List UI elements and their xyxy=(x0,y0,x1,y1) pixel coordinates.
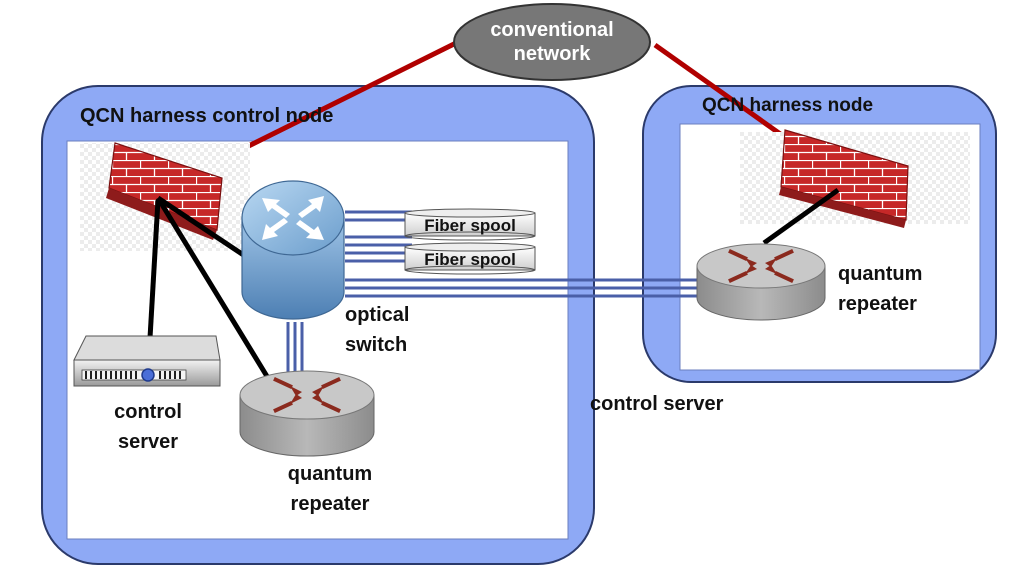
optical-switch-icon xyxy=(241,180,345,320)
left-firewall-icon xyxy=(80,142,250,251)
fiber-spool-2 xyxy=(404,242,536,275)
right-node-panel xyxy=(642,85,997,383)
optical-switch-label-line1: optical xyxy=(345,304,410,326)
left-repeater-label-line1: quantum xyxy=(287,463,373,485)
optical-switch-label-line2: switch xyxy=(345,334,408,356)
cloud-label-line1: conventional xyxy=(490,19,613,41)
right-node-title: QCN harness node xyxy=(702,95,874,116)
fiber-links xyxy=(286,210,700,372)
cloud-label-line2: network xyxy=(514,43,592,65)
server-icon xyxy=(73,335,221,387)
left-node-title: QCN harness control node xyxy=(80,105,334,127)
right-quantum-repeater-icon xyxy=(696,243,826,321)
between-control-server-label: control server xyxy=(590,393,724,415)
conventional-network-cloud xyxy=(453,3,651,81)
fiber-spool-1 xyxy=(404,208,536,241)
right-repeater-label-line1: quantum xyxy=(838,263,923,285)
server-label-line2: server xyxy=(117,431,179,453)
left-quantum-repeater-icon xyxy=(239,370,375,457)
control-links xyxy=(147,187,840,380)
server-label-line1: control xyxy=(114,401,182,423)
left-repeater-label-line2: repeater xyxy=(290,493,370,515)
fiber-spool-label-2: Fiber spool xyxy=(424,250,516,269)
right-firewall-icon xyxy=(740,129,970,228)
fiber-spool-label-1: Fiber spool xyxy=(424,216,516,235)
right-repeater-label-line2: repeater xyxy=(838,293,917,315)
